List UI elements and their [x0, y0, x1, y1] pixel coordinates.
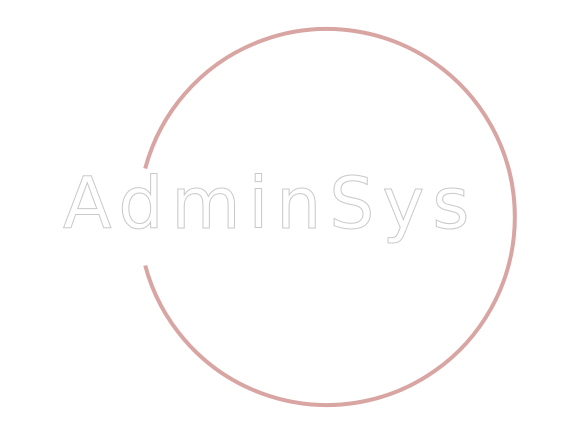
logo-wordmark: AdminSys: [62, 162, 478, 245]
logo-ring-arc: [143, 27, 517, 407]
